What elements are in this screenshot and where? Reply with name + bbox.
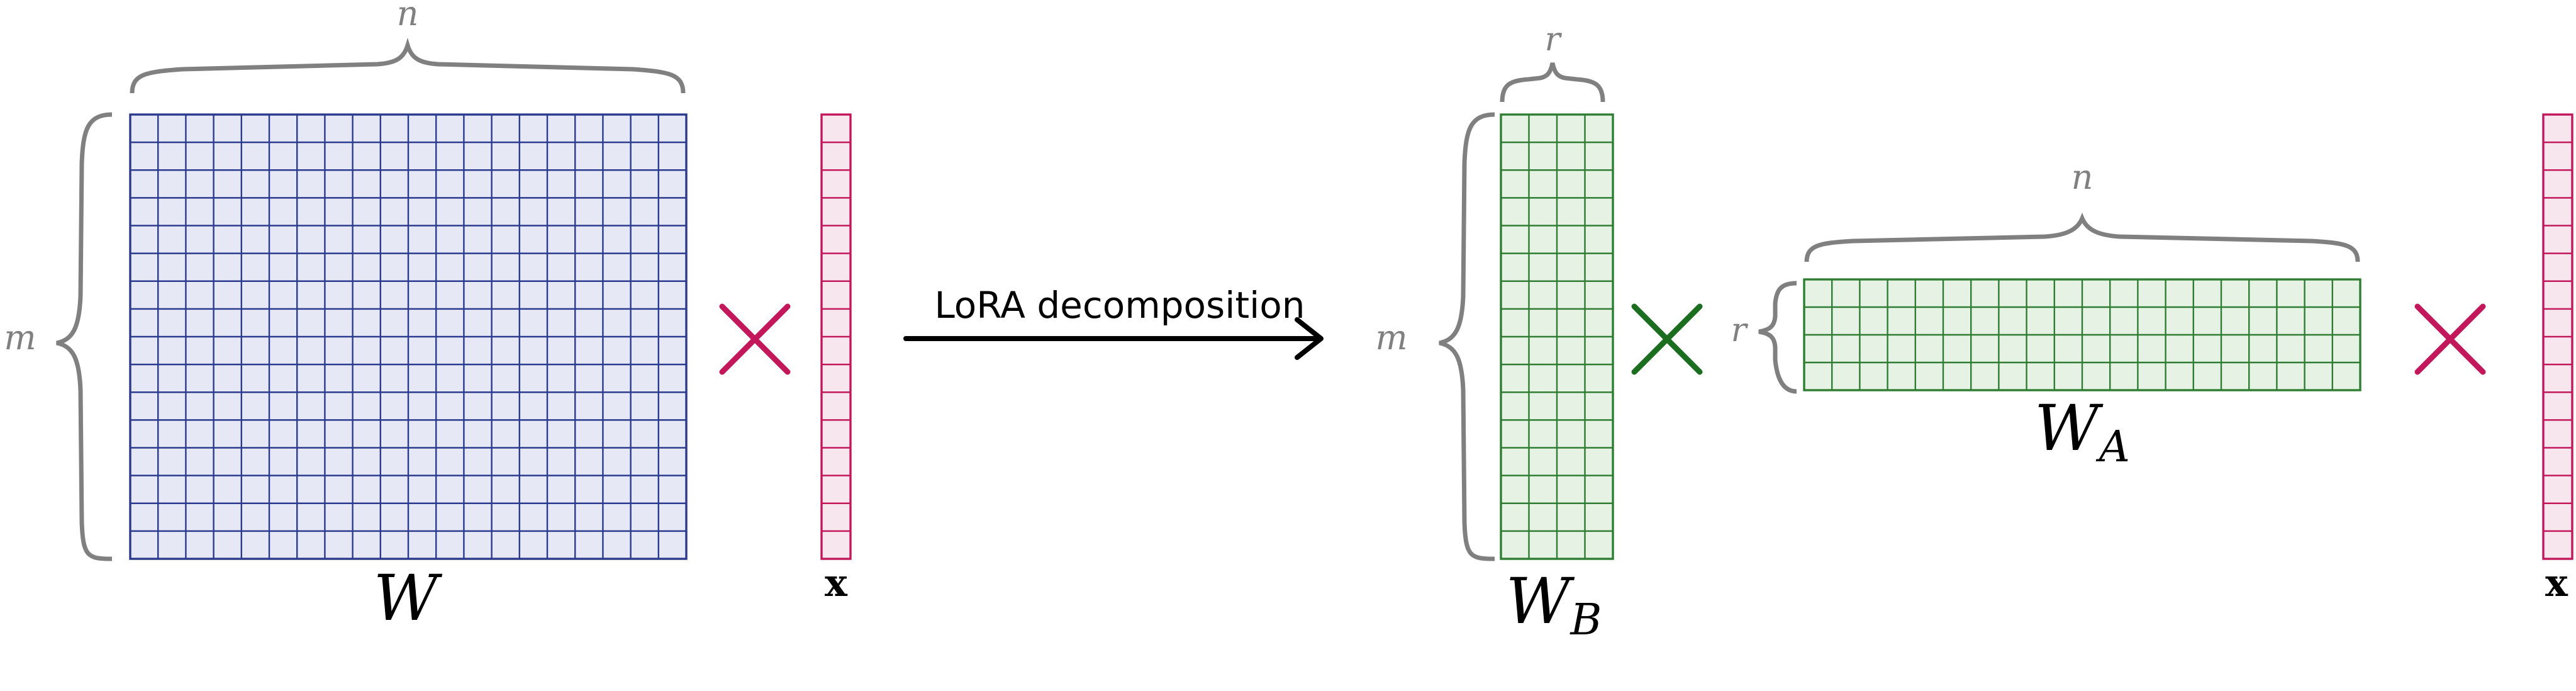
multiply-icon [1631,303,1703,375]
matrix-wb [1500,113,1614,560]
right-arrow-icon [903,317,1324,360]
wa-r-label: r [1731,312,1749,349]
wb-label-sub: B [1569,595,1602,645]
lora-decomposition-label: LoRA decomposition [935,284,1305,327]
wa-label-main: W [2034,391,2104,465]
wb-r-label: r [1545,21,1563,59]
w-matrix-label: W [374,561,443,635]
x-left-label: x [825,561,848,605]
brace-icon [1758,281,1797,394]
matrix-wa [1803,278,2361,391]
brace-icon [1439,112,1495,561]
brace-icon [130,37,686,94]
brace-icon [1500,62,1605,103]
multiply-icon [719,303,791,375]
wa-label-sub: A [2095,422,2130,472]
vector-x-right [2542,113,2573,560]
w-n-label: n [397,0,419,33]
wb-label-main: W [1506,565,1575,638]
x-right-label: x [2545,561,2568,605]
brace-icon [56,112,113,561]
w-m-label: m [4,318,36,357]
brace-icon [1804,212,2360,262]
wa-n-label: n [2071,157,2094,197]
wb-m-label: m [1375,318,1407,357]
wb-matrix-label: WB [1506,565,1602,645]
multiply-icon [2414,303,2486,375]
vector-x-left [820,113,852,560]
wa-matrix-label: WA [2034,391,2130,472]
matrix-w [129,113,688,560]
